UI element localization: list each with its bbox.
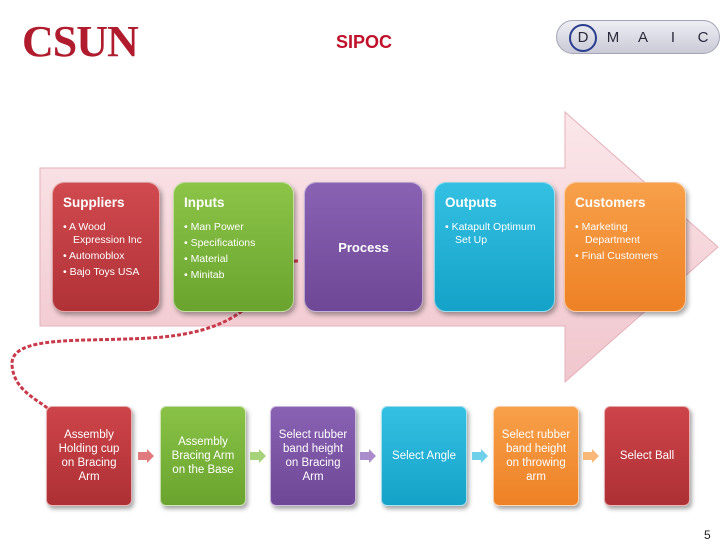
list-item: Man Power: [184, 221, 259, 234]
connector-arrow-icon: [138, 449, 154, 463]
connector-arrow-icon: [360, 449, 376, 463]
dmaic-letter-a: A: [637, 29, 648, 46]
list-item: Final Customers: [575, 250, 685, 263]
dmaic-letter-m: M: [606, 29, 620, 46]
dmaic-letter-c: C: [697, 29, 709, 46]
process-step-label: Select rubber band height on Bracing Arm: [278, 429, 348, 483]
suppliers-box: Suppliers A Wood Expression Inc Automobl…: [52, 182, 160, 312]
inputs-heading: Inputs: [184, 195, 225, 210]
process-step-5: Select rubber band height on throwing ar…: [493, 406, 579, 506]
list-item: Minitab: [184, 269, 259, 282]
process-step-4: Select Angle: [381, 406, 467, 506]
list-item: Specifications: [184, 237, 259, 250]
page-number: 5: [704, 528, 711, 542]
connector-arrow-icon: [583, 449, 599, 463]
connector-arrow-icon: [472, 449, 488, 463]
dmaic-indicator: D M A I C: [556, 20, 720, 54]
customers-list: Marketing Department Final Customers: [575, 221, 685, 266]
process-step-6: Select Ball: [604, 406, 690, 506]
list-item: A Wood Expression Inc: [63, 221, 159, 247]
slide-title: SIPOC: [335, 32, 392, 52]
inputs-list: Man Power Specifications Material Minita…: [184, 221, 259, 285]
outputs-heading: Outputs: [445, 195, 497, 210]
customers-box: Customers Marketing Department Final Cus…: [564, 182, 686, 312]
process-step-1: Assembly Holding cup on Bracing Arm: [46, 406, 132, 506]
process-step-label: Assembly Holding cup on Bracing Arm: [58, 429, 120, 483]
connector-arrow-icon: [250, 449, 266, 463]
list-item: Katapult Optimum Set Up: [445, 221, 554, 247]
process-box: Process: [304, 182, 423, 312]
suppliers-heading: Suppliers: [63, 195, 125, 210]
dmaic-letter-d: D: [569, 24, 597, 52]
process-step-label: Select Angle: [392, 450, 456, 462]
process-step-label: Select rubber band height on throwing ar…: [501, 429, 571, 483]
suppliers-list: A Wood Expression Inc Automoblox Bajo To…: [63, 221, 159, 282]
process-step-3: Select rubber band height on Bracing Arm: [270, 406, 356, 506]
process-step-label: Select Ball: [619, 450, 675, 462]
customers-heading: Customers: [575, 195, 646, 210]
process-label: Process: [338, 239, 389, 255]
csun-logo: CSUN: [22, 17, 139, 66]
inputs-box: Inputs Man Power Specifications Material…: [173, 182, 294, 312]
process-step-label: Assembly Bracing Arm on the Base: [171, 436, 235, 476]
outputs-box: Outputs Katapult Optimum Set Up: [434, 182, 555, 312]
process-step-2: Assembly Bracing Arm on the Base: [160, 406, 246, 506]
list-item: Automoblox: [63, 250, 159, 263]
list-item: Bajo Toys USA: [63, 266, 159, 279]
list-item: Material: [184, 253, 259, 266]
outputs-list: Katapult Optimum Set Up: [445, 221, 554, 250]
list-item: Marketing Department: [575, 221, 685, 247]
dmaic-letter-i: I: [670, 29, 676, 46]
